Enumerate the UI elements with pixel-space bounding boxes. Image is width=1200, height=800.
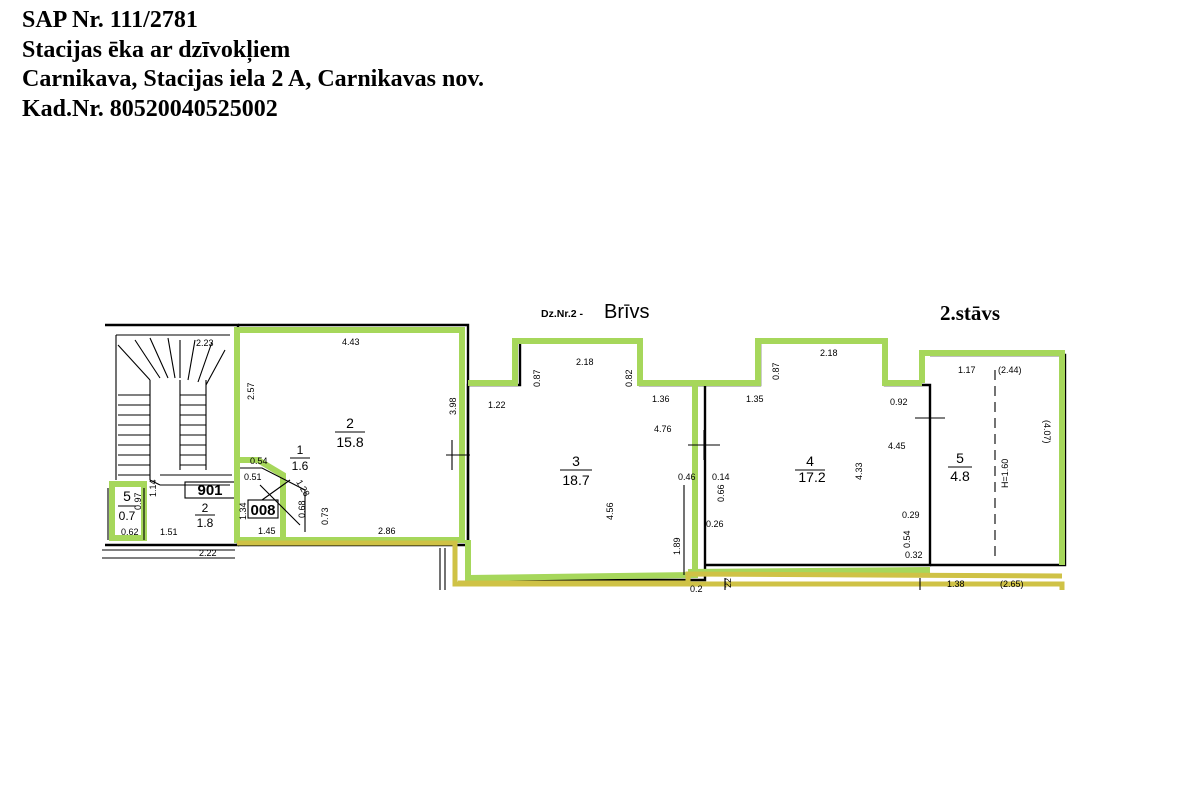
room-3-area: 18.7 xyxy=(562,472,589,488)
floor-label: 2.stāvs xyxy=(940,301,1000,325)
document-header: SAP Nr. 111/2781 Stacijas ēka ar dzīvokļ… xyxy=(22,6,484,124)
room-5-small-area: 0.7 xyxy=(119,509,136,523)
dim-068: 0.68 xyxy=(297,500,307,518)
dim-014: 0.14 xyxy=(712,472,730,482)
dim-136: 1.36 xyxy=(652,394,670,404)
room-3-number: 3 xyxy=(572,453,580,469)
dim-22: 22 xyxy=(723,578,733,588)
dim-stair-width: 2.23 xyxy=(196,338,214,348)
dim-046: 0.46 xyxy=(678,472,696,482)
dim-051: 0.51 xyxy=(244,472,262,482)
apartment-status: Brīvs xyxy=(604,301,650,323)
room-4-number: 4 xyxy=(806,453,814,469)
room-5-number: 5 xyxy=(956,450,964,466)
dim-128: 1.28 xyxy=(294,478,311,498)
dim-407: (4.07) xyxy=(1042,420,1052,444)
dim-138: 1.38 xyxy=(947,579,965,589)
dim-054b: 0.54 xyxy=(902,530,912,548)
dim-218a: 2.18 xyxy=(576,357,594,367)
dim-066: 0.66 xyxy=(716,484,726,502)
dim-062: 0.62 xyxy=(121,527,139,537)
room-2-small-area: 1.8 xyxy=(197,516,214,530)
room-1-area: 1.6 xyxy=(292,459,309,473)
apartment-prefix: Dz.Nr.2 - xyxy=(541,308,584,320)
dim-218b: 2.18 xyxy=(820,348,838,358)
building-name: Stacijas ēka ar dzīvokļiem xyxy=(22,36,291,63)
dim-032: 0.32 xyxy=(905,550,923,560)
dim-029: 0.29 xyxy=(902,510,920,520)
dim-456: 4.56 xyxy=(605,502,615,520)
dim-433: 4.33 xyxy=(854,462,864,480)
room-5-small-number: 5 xyxy=(123,488,131,504)
dim-265: (2.65) xyxy=(1000,579,1024,589)
dim-189: 1.89 xyxy=(672,537,682,555)
room-2-small-number: 2 xyxy=(202,501,209,515)
address: Carnikava, Stacijas iela 2 A, Carnikavas… xyxy=(22,66,485,92)
cadastral-number: Kad.Nr. 80520040525002 xyxy=(22,95,278,122)
dim-h160: H=1.60 xyxy=(1000,459,1010,488)
dim-082: 0.82 xyxy=(624,369,634,387)
room-5: 1.17 (2.44) (4.07) 5 4.8 H=1.60 xyxy=(919,350,1067,567)
dim-114: 1.14 xyxy=(148,479,158,497)
stairwell: 2.23 2.22 xyxy=(102,323,240,559)
dim-097: 0.97 xyxy=(133,492,143,510)
dim-087a: 0.87 xyxy=(532,369,542,387)
room-2-number: 2 xyxy=(346,415,354,431)
dim-134: 1.34 xyxy=(238,502,248,520)
room-1-number: 1 xyxy=(297,443,304,457)
dim-073: 0.73 xyxy=(320,507,330,525)
dim-286: 2.86 xyxy=(378,526,396,536)
sap-number: SAP Nr. 111/2781 xyxy=(22,7,198,33)
dim-026: 0.26 xyxy=(706,519,724,529)
room-2-small: 901 2 1.8 1.51 xyxy=(160,481,236,537)
room-4-area: 17.2 xyxy=(798,469,825,485)
dim-145: 1.45 xyxy=(258,526,276,536)
dim-135: 1.35 xyxy=(746,394,764,404)
lower-outline: 1.38 (2.65) 22 0.2 xyxy=(237,540,1065,594)
room-4: 2.18 0.87 1.35 0.92 4.45 4 17.2 4.33 0.1… xyxy=(687,338,945,575)
dim-054: 0.54 xyxy=(250,456,268,466)
dim-244: (2.44) xyxy=(998,365,1022,375)
room-5-small: 5 0.7 0.62 0.97 1.14 xyxy=(107,479,158,541)
room-3: 2.18 0.87 0.82 1.22 1.36 4.76 3 18.7 0.4… xyxy=(465,338,720,582)
dim-087b: 0.87 xyxy=(771,362,781,380)
dim-122: 1.22 xyxy=(488,400,506,410)
dim-151: 1.51 xyxy=(160,527,178,537)
dim-476: 4.76 xyxy=(654,424,672,434)
dim-02: 0.2 xyxy=(690,584,703,594)
dim-bottom-stair: 2.22 xyxy=(199,548,217,558)
dim-257: 2.57 xyxy=(246,382,256,400)
dim-445: 4.45 xyxy=(888,441,906,451)
box-label-left: 901 xyxy=(197,482,222,499)
box-label-right: 008 xyxy=(250,502,275,519)
dim-443: 4.43 xyxy=(342,337,360,347)
dim-092: 0.92 xyxy=(890,397,908,407)
room-2-area: 15.8 xyxy=(336,434,363,450)
dim-398: 3.98 xyxy=(448,397,458,415)
dim-117: 1.17 xyxy=(958,365,976,375)
room-5-area: 4.8 xyxy=(950,468,970,484)
